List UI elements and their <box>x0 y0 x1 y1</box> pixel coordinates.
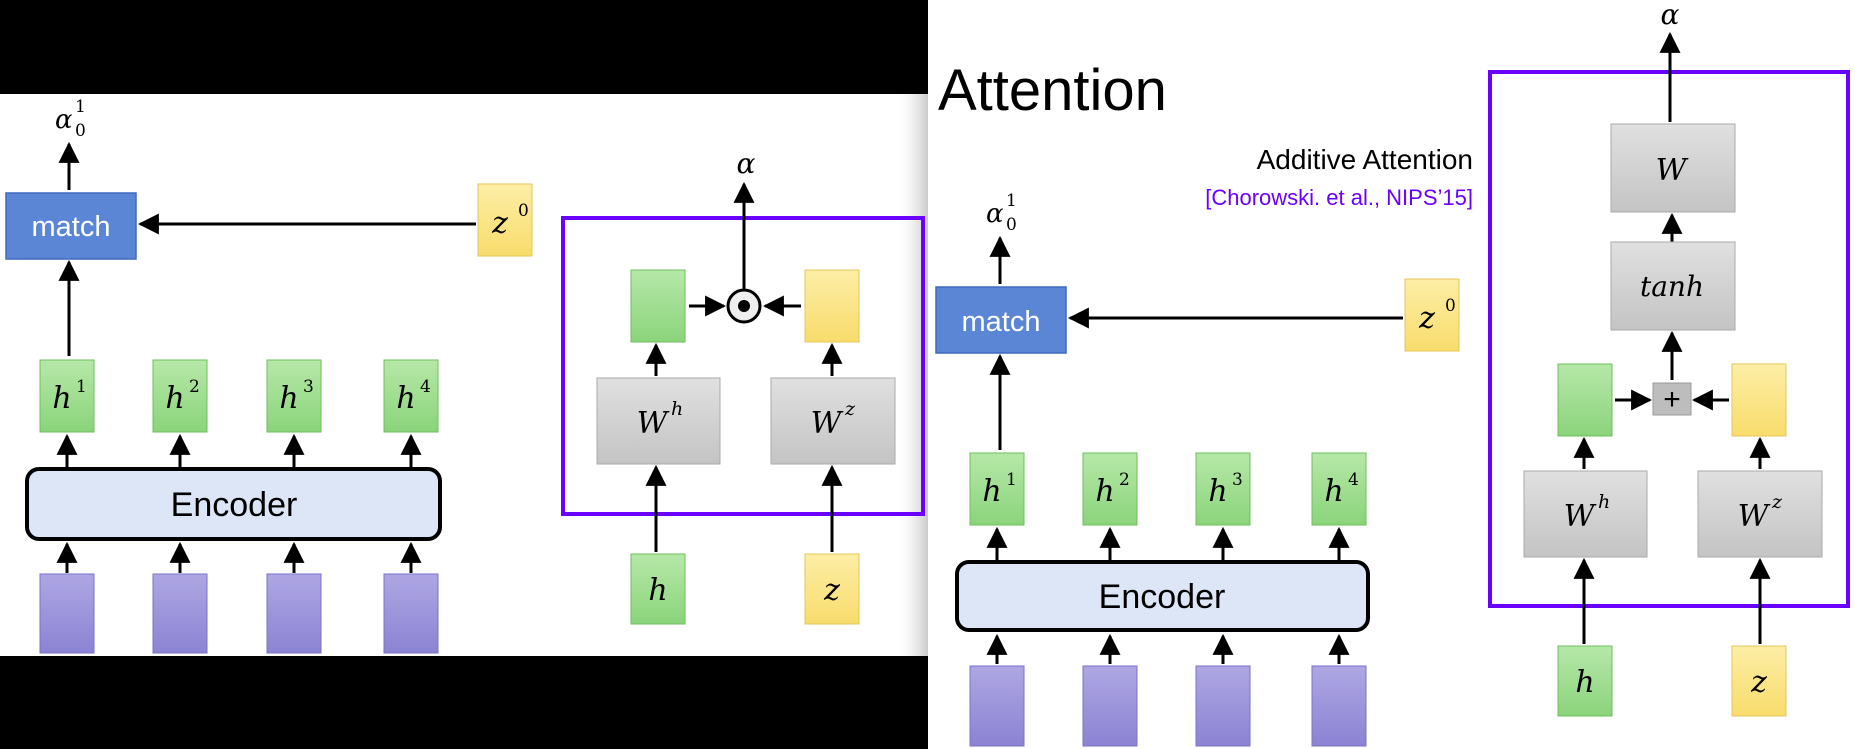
wh-box <box>596 377 721 465</box>
detail-alpha-label-right: α <box>1661 0 1680 31</box>
slide-title: Attention <box>938 58 1167 123</box>
alpha-output-sub: 0 <box>75 121 86 141</box>
input-box-2 <box>152 573 208 654</box>
z-input-box-right <box>1731 645 1787 717</box>
wh-sup: h <box>671 398 683 420</box>
wz-sup-right: z <box>1771 491 1783 513</box>
additive-attention-detail: α W tanh + W h W z h <box>1488 0 1850 717</box>
z-input-label: z <box>823 573 840 608</box>
h4-label: h <box>396 381 415 416</box>
h3-sup: 3 <box>303 377 314 397</box>
alpha-output-sup: 1 <box>75 97 86 117</box>
input-box-2-right <box>1082 665 1138 747</box>
h-input-label: h <box>648 573 667 608</box>
h1-label-right: h <box>982 474 1001 509</box>
h1-sup: 1 <box>76 377 87 397</box>
encoder-box <box>25 467 442 541</box>
input-box-1 <box>39 573 95 654</box>
tanh-box <box>1610 241 1736 331</box>
detail-green-vector <box>630 269 686 343</box>
encoder-box-right <box>955 560 1370 632</box>
h3-label-right: h <box>1208 474 1227 509</box>
h3-box-right <box>1195 452 1251 526</box>
alpha-output-label-right: α <box>986 199 1004 229</box>
wz-box <box>770 377 896 465</box>
h3-sup-right: 3 <box>1232 470 1243 490</box>
w-label: W <box>1656 153 1689 188</box>
letterbox-bottom <box>0 656 928 749</box>
wz-sup: z <box>844 398 856 420</box>
match-label-right: match <box>962 306 1041 338</box>
right-slide: Attention Additive Attention [Chorowski.… <box>928 0 1855 749</box>
dot-product-detail: α W h W z h z <box>561 147 925 625</box>
h1-box-right <box>969 452 1025 526</box>
z-input-label-right: z <box>1750 665 1767 700</box>
z0-sup: 0 <box>518 201 529 221</box>
h2-label-right: h <box>1095 474 1114 509</box>
h4-sup: 4 <box>420 377 431 397</box>
h1-box <box>39 359 95 433</box>
h3-box <box>266 359 322 433</box>
slide-subtitle: Additive Attention <box>1257 144 1473 175</box>
h2-sup: 2 <box>189 377 200 397</box>
tanh-label: tanh <box>1640 270 1704 303</box>
h-boxes: h 1 h 2 h 3 h 4 <box>39 359 439 433</box>
alpha-output-sup-right: 1 <box>1006 191 1017 211</box>
encoder-label: Encoder <box>171 486 298 524</box>
input-box-4-right <box>1311 665 1367 747</box>
letterbox-top <box>0 0 928 94</box>
h4-sup-right: 4 <box>1348 470 1359 490</box>
plus-icon: + <box>1663 383 1681 416</box>
h4-box <box>383 359 439 433</box>
wz-label: W <box>811 406 844 441</box>
dot-product-center <box>738 300 750 312</box>
input-box-3 <box>266 573 322 654</box>
h2-box <box>152 359 208 433</box>
wz-label-right: W <box>1738 499 1771 534</box>
wh-label: W <box>637 406 670 441</box>
h1-label: h <box>52 381 71 416</box>
input-box-1-right <box>969 665 1025 747</box>
z-input-box <box>804 553 860 625</box>
alpha-output-label: α <box>55 105 73 135</box>
input-box-3-right <box>1195 665 1251 747</box>
wh-box-right <box>1523 470 1648 558</box>
detail-alpha-label: α <box>737 147 756 180</box>
h2-sup-right: 2 <box>1119 470 1130 490</box>
left-slide-background <box>0 94 928 656</box>
detail-yellow-vector <box>804 269 860 343</box>
detail-green-vector-right <box>1557 363 1613 437</box>
h2-box-right <box>1082 452 1138 526</box>
left-slide: α 1 0 match z 0 h 1 h 2 h 3 h 4 <box>0 0 928 749</box>
w-box <box>1610 123 1736 213</box>
match-box-right <box>935 286 1067 354</box>
h1-sup-right: 1 <box>1006 470 1017 490</box>
h-input-box-right <box>1557 645 1613 717</box>
z0-box-right <box>1404 278 1460 352</box>
match-box <box>5 192 137 260</box>
alpha-output-sub-right: 0 <box>1006 215 1017 235</box>
z0-sup-right: 0 <box>1445 296 1456 316</box>
h3-label: h <box>279 381 298 416</box>
citation-label: [Chorowski. et al., NIPS’15] <box>1205 185 1473 210</box>
z0-label-right: z <box>1418 301 1435 336</box>
h-input-label-right: h <box>1575 665 1594 700</box>
encoder-label-right: Encoder <box>1099 578 1226 616</box>
h2-label: h <box>165 381 184 416</box>
match-label: match <box>32 211 111 243</box>
wh-sup-right: h <box>1598 491 1610 513</box>
h-input-box <box>630 553 686 625</box>
h4-label-right: h <box>1324 474 1343 509</box>
plus-box <box>1652 382 1692 416</box>
h4-box-right <box>1311 452 1367 526</box>
wh-label-right: W <box>1564 499 1597 534</box>
wz-box-right <box>1697 470 1823 558</box>
z0-label: z <box>491 206 508 241</box>
detail-yellow-vector-right <box>1731 363 1787 437</box>
z0-box <box>477 183 533 257</box>
input-box-4 <box>383 573 439 654</box>
h-boxes-right: h 1 h 2 h 3 h 4 <box>969 452 1367 526</box>
